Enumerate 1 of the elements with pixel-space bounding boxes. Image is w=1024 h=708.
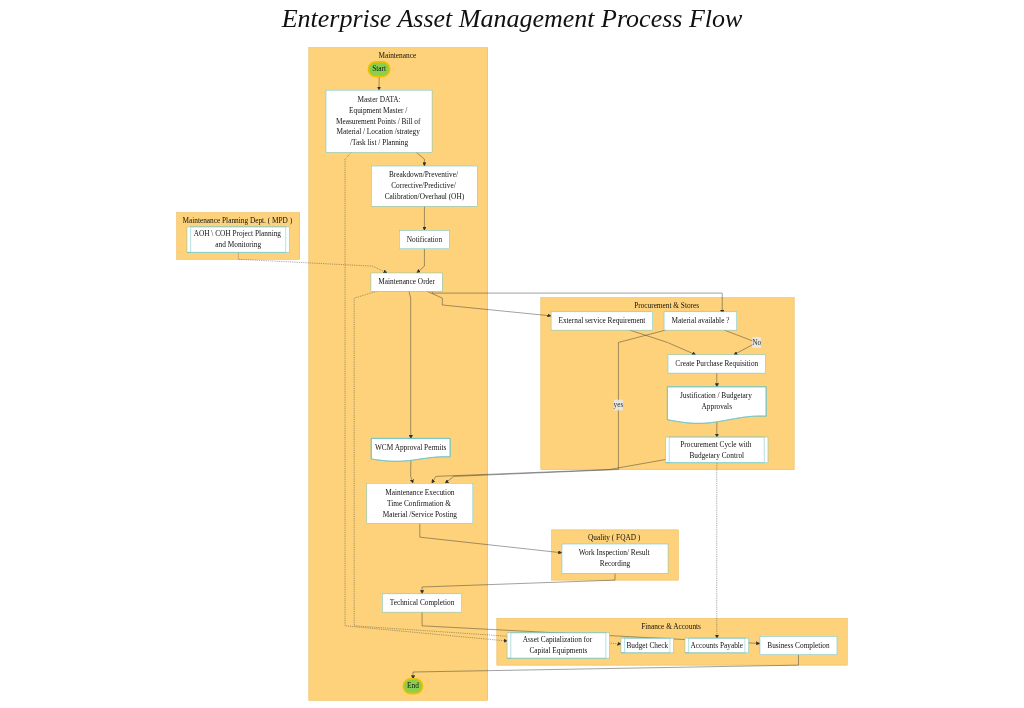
diagram-title: Enterprise Asset Management Process Flow [280, 4, 744, 34]
